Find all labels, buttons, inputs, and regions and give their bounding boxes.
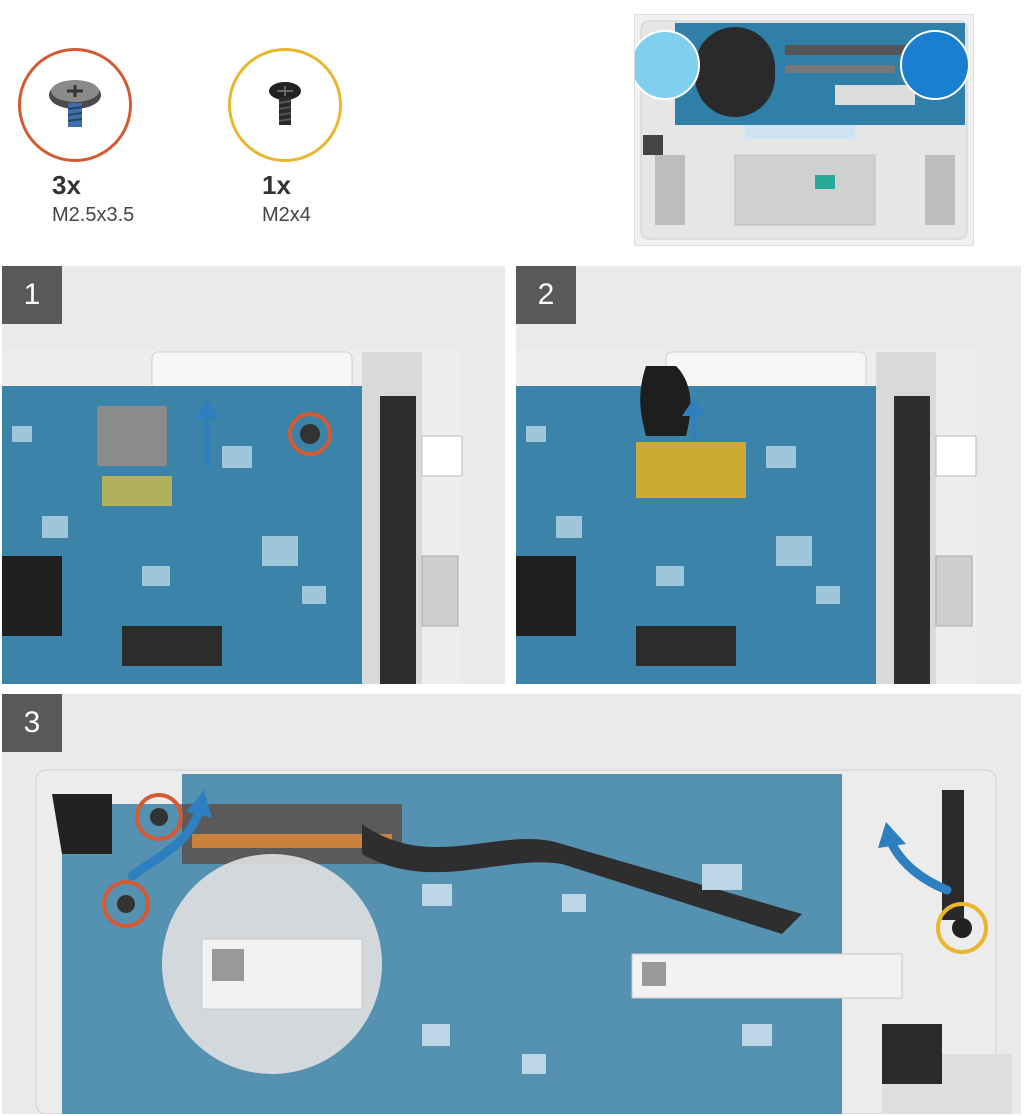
laptop-overview-thumbnail	[634, 14, 974, 246]
system-board-illustration	[2, 350, 463, 684]
system-board-illustration	[516, 350, 977, 684]
laptop-overview-illustration	[635, 20, 970, 240]
system-board-illustration	[35, 769, 1012, 1114]
screw-m2x4-circle	[228, 48, 342, 162]
screw-quantity: 3x	[52, 170, 81, 200]
step-badge: 3	[2, 694, 62, 752]
screw-icon	[49, 80, 101, 127]
screw-quantity: 1x	[262, 170, 291, 200]
step-3-panel: 3	[2, 694, 1021, 1114]
step-badge: 1	[2, 266, 62, 324]
step-2-panel: 2	[516, 266, 1021, 684]
step-1-panel: 1	[2, 266, 505, 684]
screw-size-label: M2x4	[262, 204, 311, 226]
screw-m2-5x3-5-circle	[18, 48, 132, 162]
step-badge: 2	[516, 266, 576, 324]
screw-size-label: M2.5x3.5	[52, 204, 135, 226]
screw-icon	[269, 82, 301, 125]
